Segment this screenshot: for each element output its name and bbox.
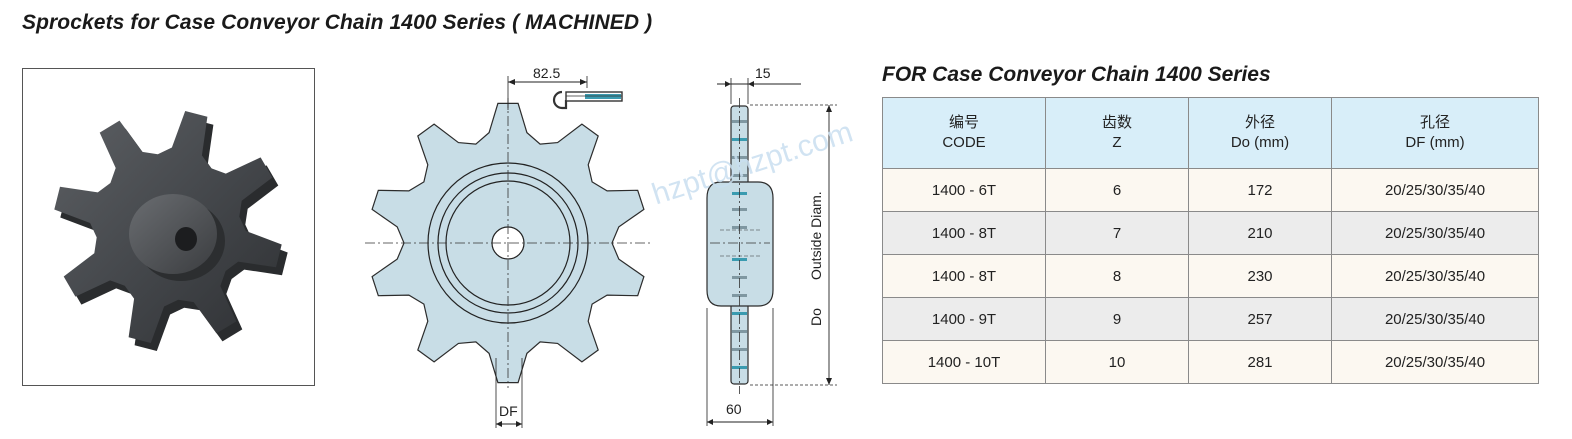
header-code: 编号 CODE [882, 97, 1046, 169]
outside-diam-label: Outside Diam. [808, 191, 824, 280]
cell-do: 281 [1188, 340, 1332, 384]
width-value: 15 [755, 65, 771, 81]
header-do-en: Do (mm) [1230, 134, 1290, 151]
bore-dimension: DF [495, 358, 523, 428]
table-header-row: 编号 CODE 齿数 Z 外径 Do (mm) 孔径 DF (mm) [882, 97, 1539, 169]
cell-code: 1400 - 10T [882, 340, 1046, 384]
page-title: Sprockets for Case Conveyor Chain 1400 S… [22, 11, 653, 34]
spec-table: 编号 CODE 齿数 Z 外径 Do (mm) 孔径 DF (mm) 1400 … [882, 97, 1539, 384]
cell-do: 230 [1188, 254, 1332, 298]
table-row: 1400 - 9T 9 257 20/25/30/35/40 [882, 297, 1539, 341]
side-tooth-mark [732, 312, 747, 315]
cell-df: 20/25/30/35/40 [1331, 254, 1539, 298]
side-tooth-mark [732, 348, 747, 351]
cell-do: 172 [1188, 168, 1332, 212]
header-df-cn: 孔径 [1419, 114, 1450, 131]
header-teeth: 齿数 Z [1045, 97, 1189, 169]
cell-df: 20/25/30/35/40 [1331, 297, 1539, 341]
header-teeth-cn: 齿数 [1101, 114, 1132, 131]
hub-dimension: 60 [706, 308, 774, 426]
cell-df: 20/25/30/35/40 [1331, 211, 1539, 255]
outside-diameter-dimension: Outside Diam. Do [750, 104, 837, 386]
cell-df: 20/25/30/35/40 [1331, 340, 1539, 384]
cell-df: 20/25/30/35/40 [1331, 168, 1539, 212]
cell-teeth: 9 [1045, 297, 1189, 341]
pitch-dimension: 82.5 [507, 65, 588, 110]
pitch-value: 82.5 [533, 65, 560, 81]
bore-label: DF [499, 403, 518, 419]
cell-teeth: 7 [1045, 211, 1189, 255]
cell-code: 1400 - 8T [882, 254, 1046, 298]
product-photo [22, 68, 315, 386]
chain-link-icon [552, 90, 623, 110]
technical-drawing: 82.5 DF [355, 58, 865, 436]
cell-teeth: 8 [1045, 254, 1189, 298]
header-code-en: CODE [942, 134, 986, 151]
sprocket-drawing: 82.5 DF [365, 65, 837, 428]
header-teeth-en: Z [1112, 134, 1122, 151]
side-tooth-mark [732, 366, 747, 369]
do-label: Do [808, 308, 824, 326]
header-outside-diameter: 外径 Do (mm) [1188, 97, 1332, 169]
table-row: 1400 - 8T 7 210 20/25/30/35/40 [882, 211, 1539, 255]
front-view [365, 98, 651, 388]
side-tooth-mark [732, 258, 747, 261]
cell-code: 1400 - 9T [882, 297, 1046, 341]
width-dimension: 15 [717, 65, 801, 104]
cell-do: 257 [1188, 297, 1332, 341]
side-tooth-mark [732, 276, 747, 279]
table-title: FOR Case Conveyor Chain 1400 Series [882, 63, 1271, 86]
side-tooth-mark [732, 330, 747, 333]
cell-teeth: 10 [1045, 340, 1189, 384]
table-row: 1400 - 10T 10 281 20/25/30/35/40 [882, 340, 1539, 384]
side-tooth-mark [732, 294, 747, 297]
cell-teeth: 6 [1045, 168, 1189, 212]
hub-value: 60 [726, 401, 742, 417]
table-row: 1400 - 6T 6 172 20/25/30/35/40 [882, 168, 1539, 212]
cell-do: 210 [1188, 211, 1332, 255]
side-view [706, 98, 774, 394]
cell-code: 1400 - 8T [882, 211, 1046, 255]
cell-code: 1400 - 6T [882, 168, 1046, 212]
header-code-cn: 编号 [948, 114, 979, 131]
sprocket-photo-image [54, 111, 288, 351]
header-df-en: DF (mm) [1405, 134, 1465, 151]
header-do-cn: 外径 [1244, 114, 1275, 131]
header-bore: 孔径 DF (mm) [1331, 97, 1539, 169]
table-row: 1400 - 8T 8 230 20/25/30/35/40 [882, 254, 1539, 298]
